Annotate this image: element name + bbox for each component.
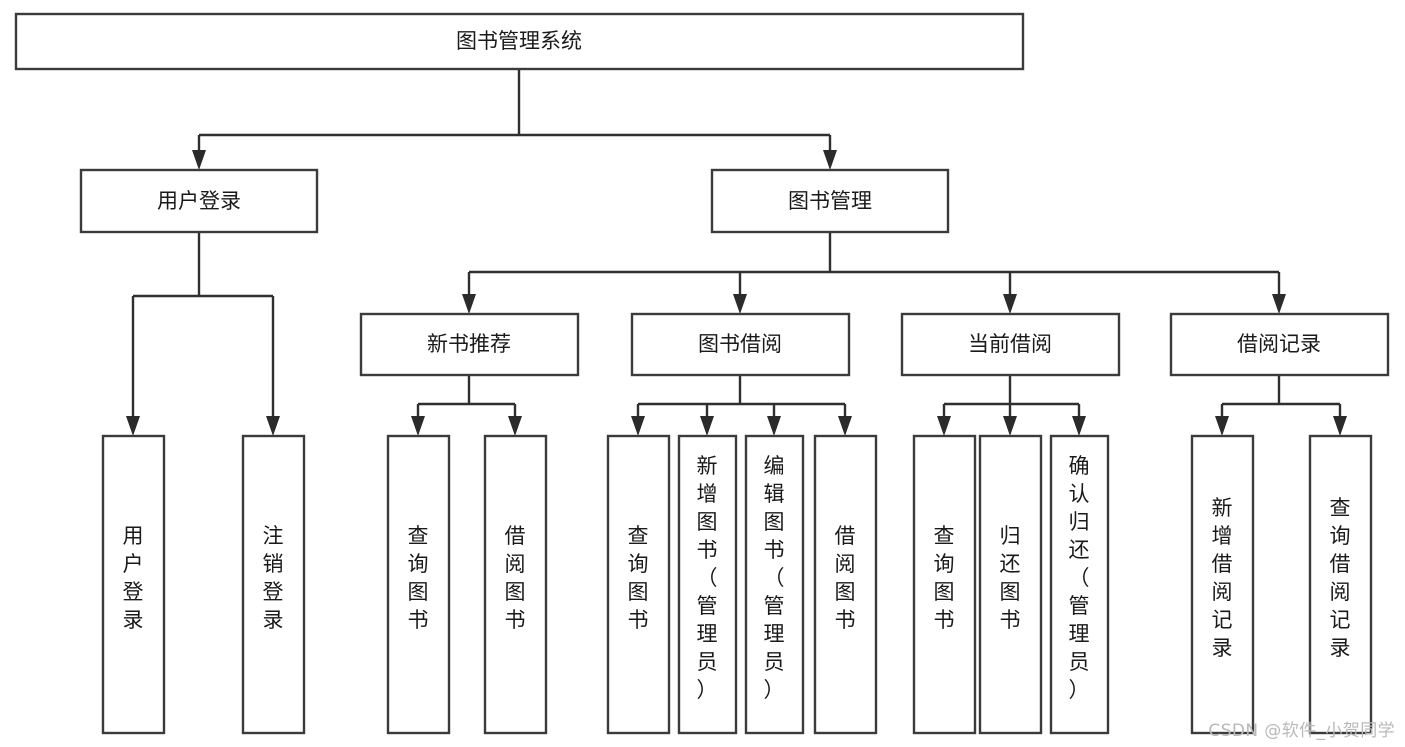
node-current-borrow-label: 当前借阅: [968, 332, 1052, 356]
leaf-box-bb-query-book: [606, 434, 671, 735]
leaf-node[interactable]: 用户登录: [101, 434, 166, 735]
node-book-manage-label: 图书管理: [788, 189, 872, 213]
arrow-head-user-leaf-2: [266, 416, 280, 436]
leaf-label-cb-query-book: 查询图书: [934, 524, 955, 632]
node-borrow-record-label: 借阅记录: [1237, 332, 1321, 356]
leaf-box-cb-confirm-return: [1049, 434, 1110, 735]
node-current-borrow-box: [900, 312, 1121, 377]
leaf-label-nb-borrow-book: 借阅图书: [505, 524, 526, 632]
leaf-node[interactable]: 确认归还（管理员）: [1049, 434, 1110, 735]
arrow-head-bb-leaf-4: [838, 416, 852, 436]
leaf-node[interactable]: 借阅图书: [813, 434, 878, 735]
node-book-borrow-label: 图书借阅: [698, 332, 782, 356]
arrow-head-bb-leaf-3: [767, 416, 781, 436]
connector-group-new-book: [411, 375, 522, 436]
leaf-label-user-login: 用户登录: [123, 524, 144, 632]
node-borrow-record[interactable]: 借阅记录: [1169, 312, 1390, 377]
node-root-label: 图书管理系统: [456, 29, 582, 53]
leaf-label-br-add-record: 新增借阅记录: [1212, 496, 1233, 660]
connector-group-book-borrow: [631, 375, 852, 436]
arrow-head-nb-leaf-1: [411, 416, 425, 436]
arrow-head-book-borrow: [733, 294, 747, 314]
arrow-head-to-user-login: [192, 150, 206, 170]
node-book-borrow-box: [630, 312, 851, 377]
leaf-node[interactable]: 查询图书: [912, 434, 977, 735]
node-book-borrow[interactable]: 图书借阅: [630, 312, 851, 377]
leaf-label-nb-query-book: 查询图书: [408, 524, 429, 632]
arrow-head-bb-leaf-1: [631, 416, 645, 436]
leaf-box-bb-edit-book: [744, 434, 805, 735]
leaf-box-logout: [241, 434, 306, 735]
leaf-label-cb-return-book: 归还图书: [1000, 524, 1021, 632]
leaf-label-bb-add-book: 新增图书（管理员）: [697, 454, 718, 702]
node-current-borrow[interactable]: 当前借阅: [900, 312, 1121, 377]
leaf-node[interactable]: 查询借阅记录: [1308, 434, 1373, 735]
leaf-node[interactable]: 查询图书: [386, 434, 451, 735]
connector-group-borrow-record: [1215, 375, 1347, 436]
leaf-label-br-query-record: 查询借阅记录: [1330, 496, 1351, 660]
arrow-head-br-leaf-2: [1333, 416, 1347, 436]
leaf-node[interactable]: 新增借阅记录: [1190, 434, 1255, 735]
node-user-login-label: 用户登录: [157, 189, 241, 213]
leaf-label-bb-query-book: 查询图书: [628, 524, 649, 632]
leaf-box-bb-add-book: [677, 434, 738, 735]
leaf-node[interactable]: 借阅图书: [483, 434, 548, 735]
leaf-node[interactable]: 注销登录: [241, 434, 306, 735]
node-new-book-recommend-box: [359, 312, 580, 377]
arrow-head-cb-leaf-1: [937, 416, 951, 436]
leaf-label-cb-confirm-return: 确认归还（管理员）: [1069, 454, 1090, 702]
leaf-box-nb-borrow-book: [483, 434, 548, 735]
leaf-node[interactable]: 查询图书: [606, 434, 671, 735]
node-user-login[interactable]: 用户登录: [79, 168, 319, 234]
arrow-head-new-book: [462, 294, 476, 314]
arrow-head-cb-leaf-2: [1003, 416, 1017, 436]
leaf-node[interactable]: 归还图书: [978, 434, 1043, 735]
node-borrow-record-box: [1169, 312, 1390, 377]
leaf-box-cb-query-book: [912, 434, 977, 735]
leaf-node[interactable]: 新增图书（管理员）: [677, 434, 738, 735]
leaf-box-nb-query-book: [386, 434, 451, 735]
node-user-login-box: [79, 168, 319, 234]
leaf-label-logout: 注销登录: [263, 524, 284, 632]
node-book-manage-box: [710, 168, 950, 234]
connector-group-book-manage: [462, 232, 1286, 314]
arrow-head-to-book-manage: [823, 150, 837, 170]
connector-group-current-borrow: [937, 375, 1086, 436]
leaf-node[interactable]: 编辑图书（管理员）: [744, 434, 805, 735]
arrow-head-br-leaf-1: [1215, 416, 1229, 436]
leaf-box-br-query-record: [1308, 434, 1373, 735]
node-book-manage[interactable]: 图书管理: [710, 168, 950, 234]
leaf-box-br-add-record: [1190, 434, 1255, 735]
leaf-label-bb-borrow-book: 借阅图书: [835, 524, 856, 632]
leaf-label-bb-edit-book: 编辑图书（管理员）: [764, 454, 785, 702]
arrow-head-borrow-record: [1272, 294, 1286, 314]
arrow-head-current-borrow: [1003, 294, 1017, 314]
connector-group-root: [192, 69, 837, 170]
leaf-box-bb-borrow-book: [813, 434, 878, 735]
arrow-head-bb-leaf-2: [700, 416, 714, 436]
node-root-system[interactable]: 图书管理系统: [14, 12, 1025, 71]
node-root-box: [14, 12, 1025, 71]
connector-group-user-login: [126, 232, 280, 436]
node-new-book-recommend[interactable]: 新书推荐: [359, 312, 580, 377]
arrow-head-user-leaf-1: [126, 416, 140, 436]
leaf-box-user-login: [101, 434, 166, 735]
arrow-head-nb-leaf-2: [508, 416, 522, 436]
node-new-book-recommend-label: 新书推荐: [427, 332, 511, 356]
arrow-head-cb-leaf-3: [1072, 416, 1086, 436]
leaf-box-cb-return-book: [978, 434, 1043, 735]
